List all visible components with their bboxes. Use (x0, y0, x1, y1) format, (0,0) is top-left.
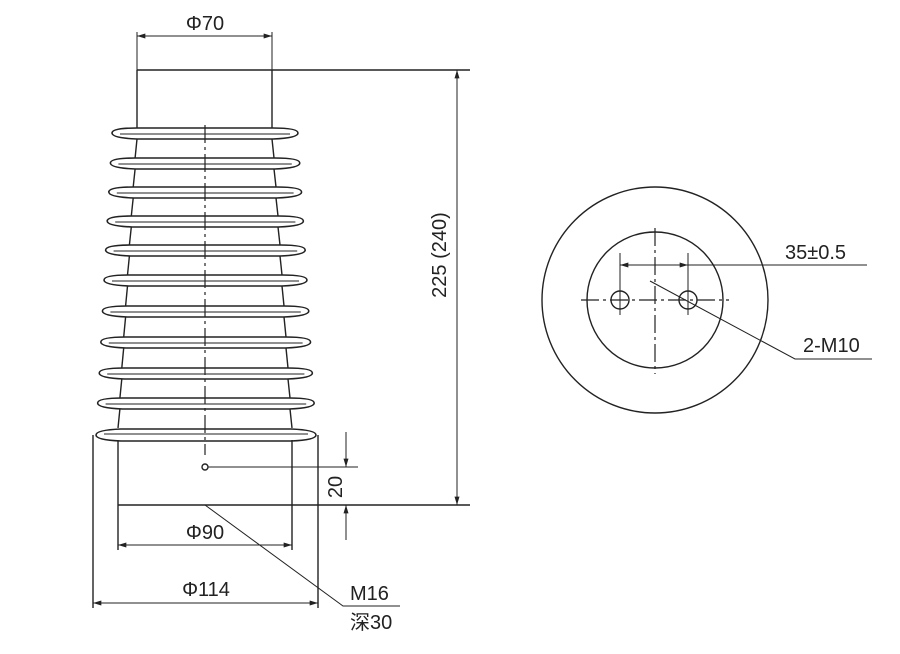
trunk-outline (271, 138, 275, 159)
thread-leader (204, 504, 400, 607)
inner-diameter-label: Φ90 (186, 522, 224, 544)
base-diameter-label: Φ114 (182, 579, 230, 601)
holes-leader (649, 280, 872, 360)
trunk-outline (281, 285, 285, 307)
trunk-outline (130, 197, 134, 217)
trunk-outline (283, 316, 287, 338)
side-view: Φ70 20 225 (240) Φ90 Φ114 M16 深30 (92, 13, 470, 634)
trunk-outline (285, 347, 289, 369)
trunk-outline (119, 378, 123, 399)
trunk-outline (277, 226, 281, 246)
trunk-outline (123, 316, 127, 338)
trunk-outline (128, 226, 132, 246)
depth-label: 深30 (350, 611, 392, 634)
trunk-outline (287, 378, 291, 399)
hole-offset-label: 20 (325, 476, 347, 498)
trunk-outline (126, 255, 131, 276)
trunk-outline (134, 138, 138, 159)
hole-spacing-label: 35±0.5 (785, 242, 846, 264)
holes-label: 2-M10 (803, 335, 860, 357)
top-diameter-label: Φ70 (186, 13, 224, 35)
trunk-outline (275, 197, 279, 217)
trunk-outline (289, 408, 293, 429)
top-view: 35±0.5 2-M10 (541, 186, 872, 414)
outer-circle (541, 186, 769, 414)
trunk-outline (273, 168, 277, 188)
trunk-outline (117, 408, 121, 429)
thread-label: M16 (350, 583, 389, 605)
hole-marker (201, 463, 209, 471)
insulator-body (95, 70, 317, 442)
trunk-outline (279, 255, 283, 276)
trunk-outline (121, 347, 125, 369)
trunk-outline (132, 168, 136, 188)
height-label: 225 (240) (429, 212, 451, 298)
trunk-outline (124, 285, 129, 307)
shed (95, 428, 317, 442)
